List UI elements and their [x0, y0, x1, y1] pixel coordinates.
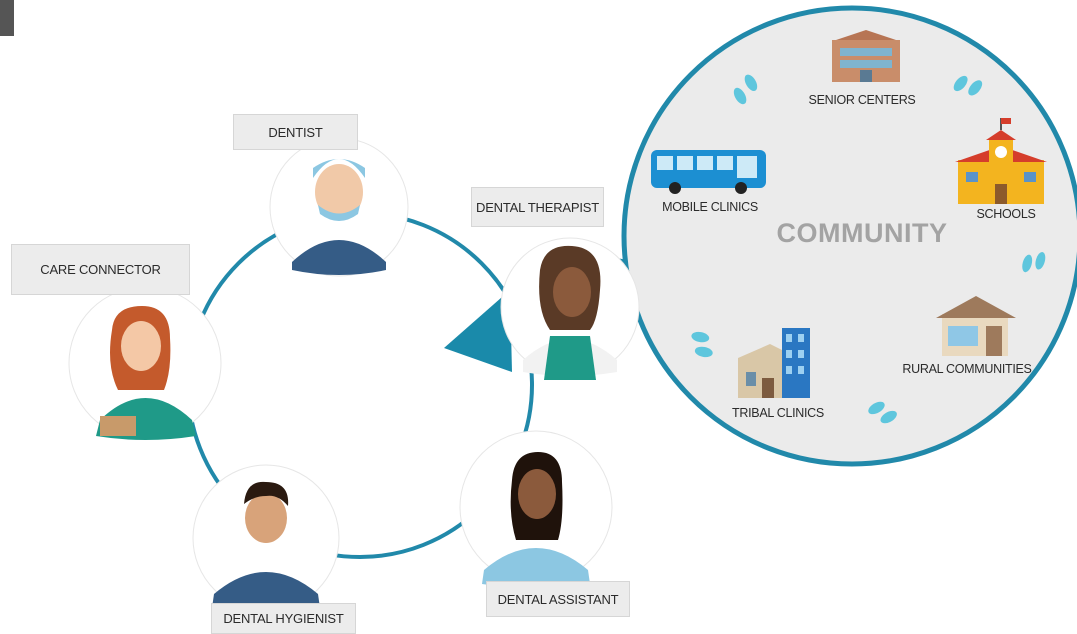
mobile-clinics-label: MOBILE CLINICS — [662, 200, 758, 214]
bus-icon — [651, 150, 766, 194]
senior-center-building-icon — [832, 30, 900, 82]
tribal-clinics-label: TRIBAL CLINICS — [732, 406, 824, 420]
corner-mark — [0, 0, 14, 36]
senior-centers-label: SENIOR CENTERS — [808, 93, 916, 107]
dentist-label: DENTIST — [233, 114, 358, 150]
community-title: COMMUNITY — [776, 218, 948, 248]
inward-arrow — [444, 290, 512, 372]
footprints-icon — [1022, 251, 1046, 273]
dental-therapist-portrait — [500, 237, 640, 380]
clinic-building-icon — [738, 328, 810, 398]
footprints-icon — [953, 75, 983, 96]
care-connector-portrait — [68, 286, 222, 440]
dental-assistant-label: DENTAL ASSISTANT — [486, 581, 630, 617]
footprints-icon — [691, 331, 713, 358]
care-connector-label: CARE CONNECTOR — [11, 244, 190, 295]
dental-hygienist-portrait — [192, 464, 340, 612]
house-icon — [936, 296, 1016, 356]
rural-communities-label: RURAL COMMUNITIES — [902, 362, 1032, 376]
school-icon — [955, 118, 1047, 204]
schools-label: SCHOOLS — [976, 207, 1036, 221]
dental-therapist-label: DENTAL THERAPIST — [471, 187, 604, 227]
dental-assistant-portrait — [459, 430, 613, 588]
footprints-icon — [868, 401, 897, 424]
dentist-portrait — [269, 137, 409, 277]
dental-hygienist-label: DENTAL HYGIENIST — [211, 603, 356, 634]
footprints-icon — [733, 74, 758, 105]
